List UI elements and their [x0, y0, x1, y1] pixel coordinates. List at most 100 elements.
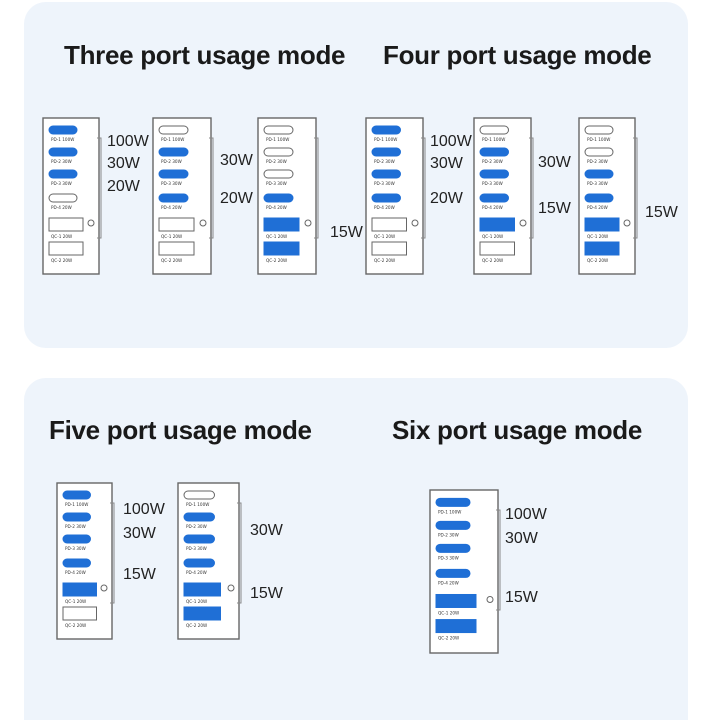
usb-a-port-icon	[479, 217, 515, 232]
wattage-callout: 30W	[505, 530, 539, 547]
wattage-callout: 30W	[220, 152, 254, 169]
group-bracket	[97, 137, 102, 239]
wattage-callout: 30W	[123, 525, 157, 542]
usb-c-port-icon	[435, 568, 471, 578]
wattage-callout: 30W	[538, 154, 572, 171]
group-bracket	[209, 137, 214, 239]
wattage-callout: 15W	[123, 566, 157, 583]
usb-c-port-icon	[263, 169, 294, 179]
port-label: PD-2 30W	[266, 159, 287, 164]
group-bracket	[496, 509, 501, 611]
usb-a-port-icon	[158, 241, 195, 256]
port-label: PD-3 30W	[438, 555, 459, 560]
title-six-port-mode: Six port usage mode	[392, 415, 643, 445]
usb-c-port-icon	[435, 497, 471, 507]
port-label: QC-1 20W	[51, 234, 72, 239]
port-label: QC-2 20W	[161, 258, 182, 263]
usb-c-port-icon	[158, 169, 189, 179]
usb-a-port-icon	[479, 241, 515, 256]
indicator-icon	[100, 584, 108, 592]
usb-c-port-icon	[584, 193, 614, 203]
group-bracket	[237, 502, 242, 604]
port-label: QC-1 20W	[65, 599, 86, 604]
port-label: QC-2 20W	[266, 258, 287, 263]
port-label: QC-2 20W	[186, 623, 207, 628]
usb-c-port-icon	[263, 147, 294, 157]
port-label: PD-4 20W	[587, 205, 608, 210]
indicator-icon	[623, 219, 631, 227]
port-label: PD-1 100W	[65, 502, 88, 507]
usb-c-port-icon	[48, 147, 78, 157]
port-label: QC-1 20W	[161, 234, 182, 239]
port-label: PD-2 30W	[438, 532, 459, 537]
port-label: PD-3 30W	[65, 546, 86, 551]
panel-bottom	[24, 378, 688, 720]
usb-c-port-icon	[479, 169, 509, 179]
title-five-port-mode: Five port usage mode	[49, 415, 312, 445]
group-bracket	[633, 137, 638, 239]
wattage-callout: 20W	[107, 178, 141, 195]
usb-c-port-icon	[371, 169, 401, 179]
group-bracket	[314, 137, 319, 239]
port-label: PD-4 20W	[482, 205, 503, 210]
usb-c-port-icon	[158, 125, 189, 135]
usb-c-port-icon	[371, 147, 401, 157]
title-four-port-mode: Four port usage mode	[383, 40, 652, 70]
port-label: QC-2 20W	[587, 258, 608, 263]
usb-c-port-icon	[183, 534, 215, 544]
indicator-icon	[411, 219, 419, 227]
indicator-icon	[486, 595, 494, 603]
usb-c-port-icon	[158, 147, 189, 157]
usb-c-port-icon	[183, 512, 215, 522]
usb-c-port-icon	[435, 520, 471, 530]
usb-c-port-icon	[62, 558, 91, 568]
usb-c-port-icon	[479, 125, 509, 135]
port-label: QC-1 20W	[374, 234, 395, 239]
port-label: QC-1 20W	[186, 599, 207, 604]
port-label: QC-1 20W	[587, 234, 608, 239]
usb-a-port-icon	[584, 217, 620, 232]
port-label: PD-2 30W	[374, 159, 395, 164]
usb-a-port-icon	[371, 241, 407, 256]
usb-a-port-icon	[158, 217, 195, 232]
port-label: PD-4 20W	[65, 570, 86, 575]
wattage-callout: 20W	[220, 190, 254, 207]
port-label: PD-2 30W	[51, 159, 72, 164]
usb-c-port-icon	[48, 169, 78, 179]
port-label: PD-1 100W	[438, 509, 461, 514]
indicator-icon	[199, 219, 207, 227]
wattage-callout: 15W	[505, 589, 539, 606]
wattage-callout: 15W	[645, 204, 679, 221]
usb-c-port-icon	[48, 125, 78, 135]
port-label: PD-1 100W	[266, 137, 289, 142]
port-label: PD-2 30W	[161, 159, 182, 164]
port-label: QC-2 20W	[438, 636, 459, 641]
usb-a-port-icon	[371, 217, 407, 232]
port-label: QC-1 20W	[266, 234, 287, 239]
wattage-callout: 100W	[123, 501, 166, 518]
wattage-callout: 100W	[430, 133, 473, 150]
port-label: QC-1 20W	[482, 234, 503, 239]
port-label: PD-3 30W	[374, 181, 395, 186]
port-label: PD-4 20W	[51, 205, 72, 210]
wattage-callout: 100W	[107, 133, 150, 150]
group-bracket	[421, 137, 426, 239]
port-label: QC-2 20W	[51, 258, 72, 263]
usb-c-port-icon	[62, 490, 91, 500]
port-label: PD-4 20W	[186, 570, 207, 575]
usb-c-port-icon	[584, 125, 614, 135]
port-label: PD-4 20W	[438, 580, 459, 585]
usb-c-port-icon	[183, 558, 215, 568]
port-label: PD-4 20W	[266, 205, 287, 210]
port-label: PD-4 20W	[374, 205, 395, 210]
usb-c-port-icon	[62, 512, 91, 522]
title-three-port-mode: Three port usage mode	[64, 40, 346, 70]
